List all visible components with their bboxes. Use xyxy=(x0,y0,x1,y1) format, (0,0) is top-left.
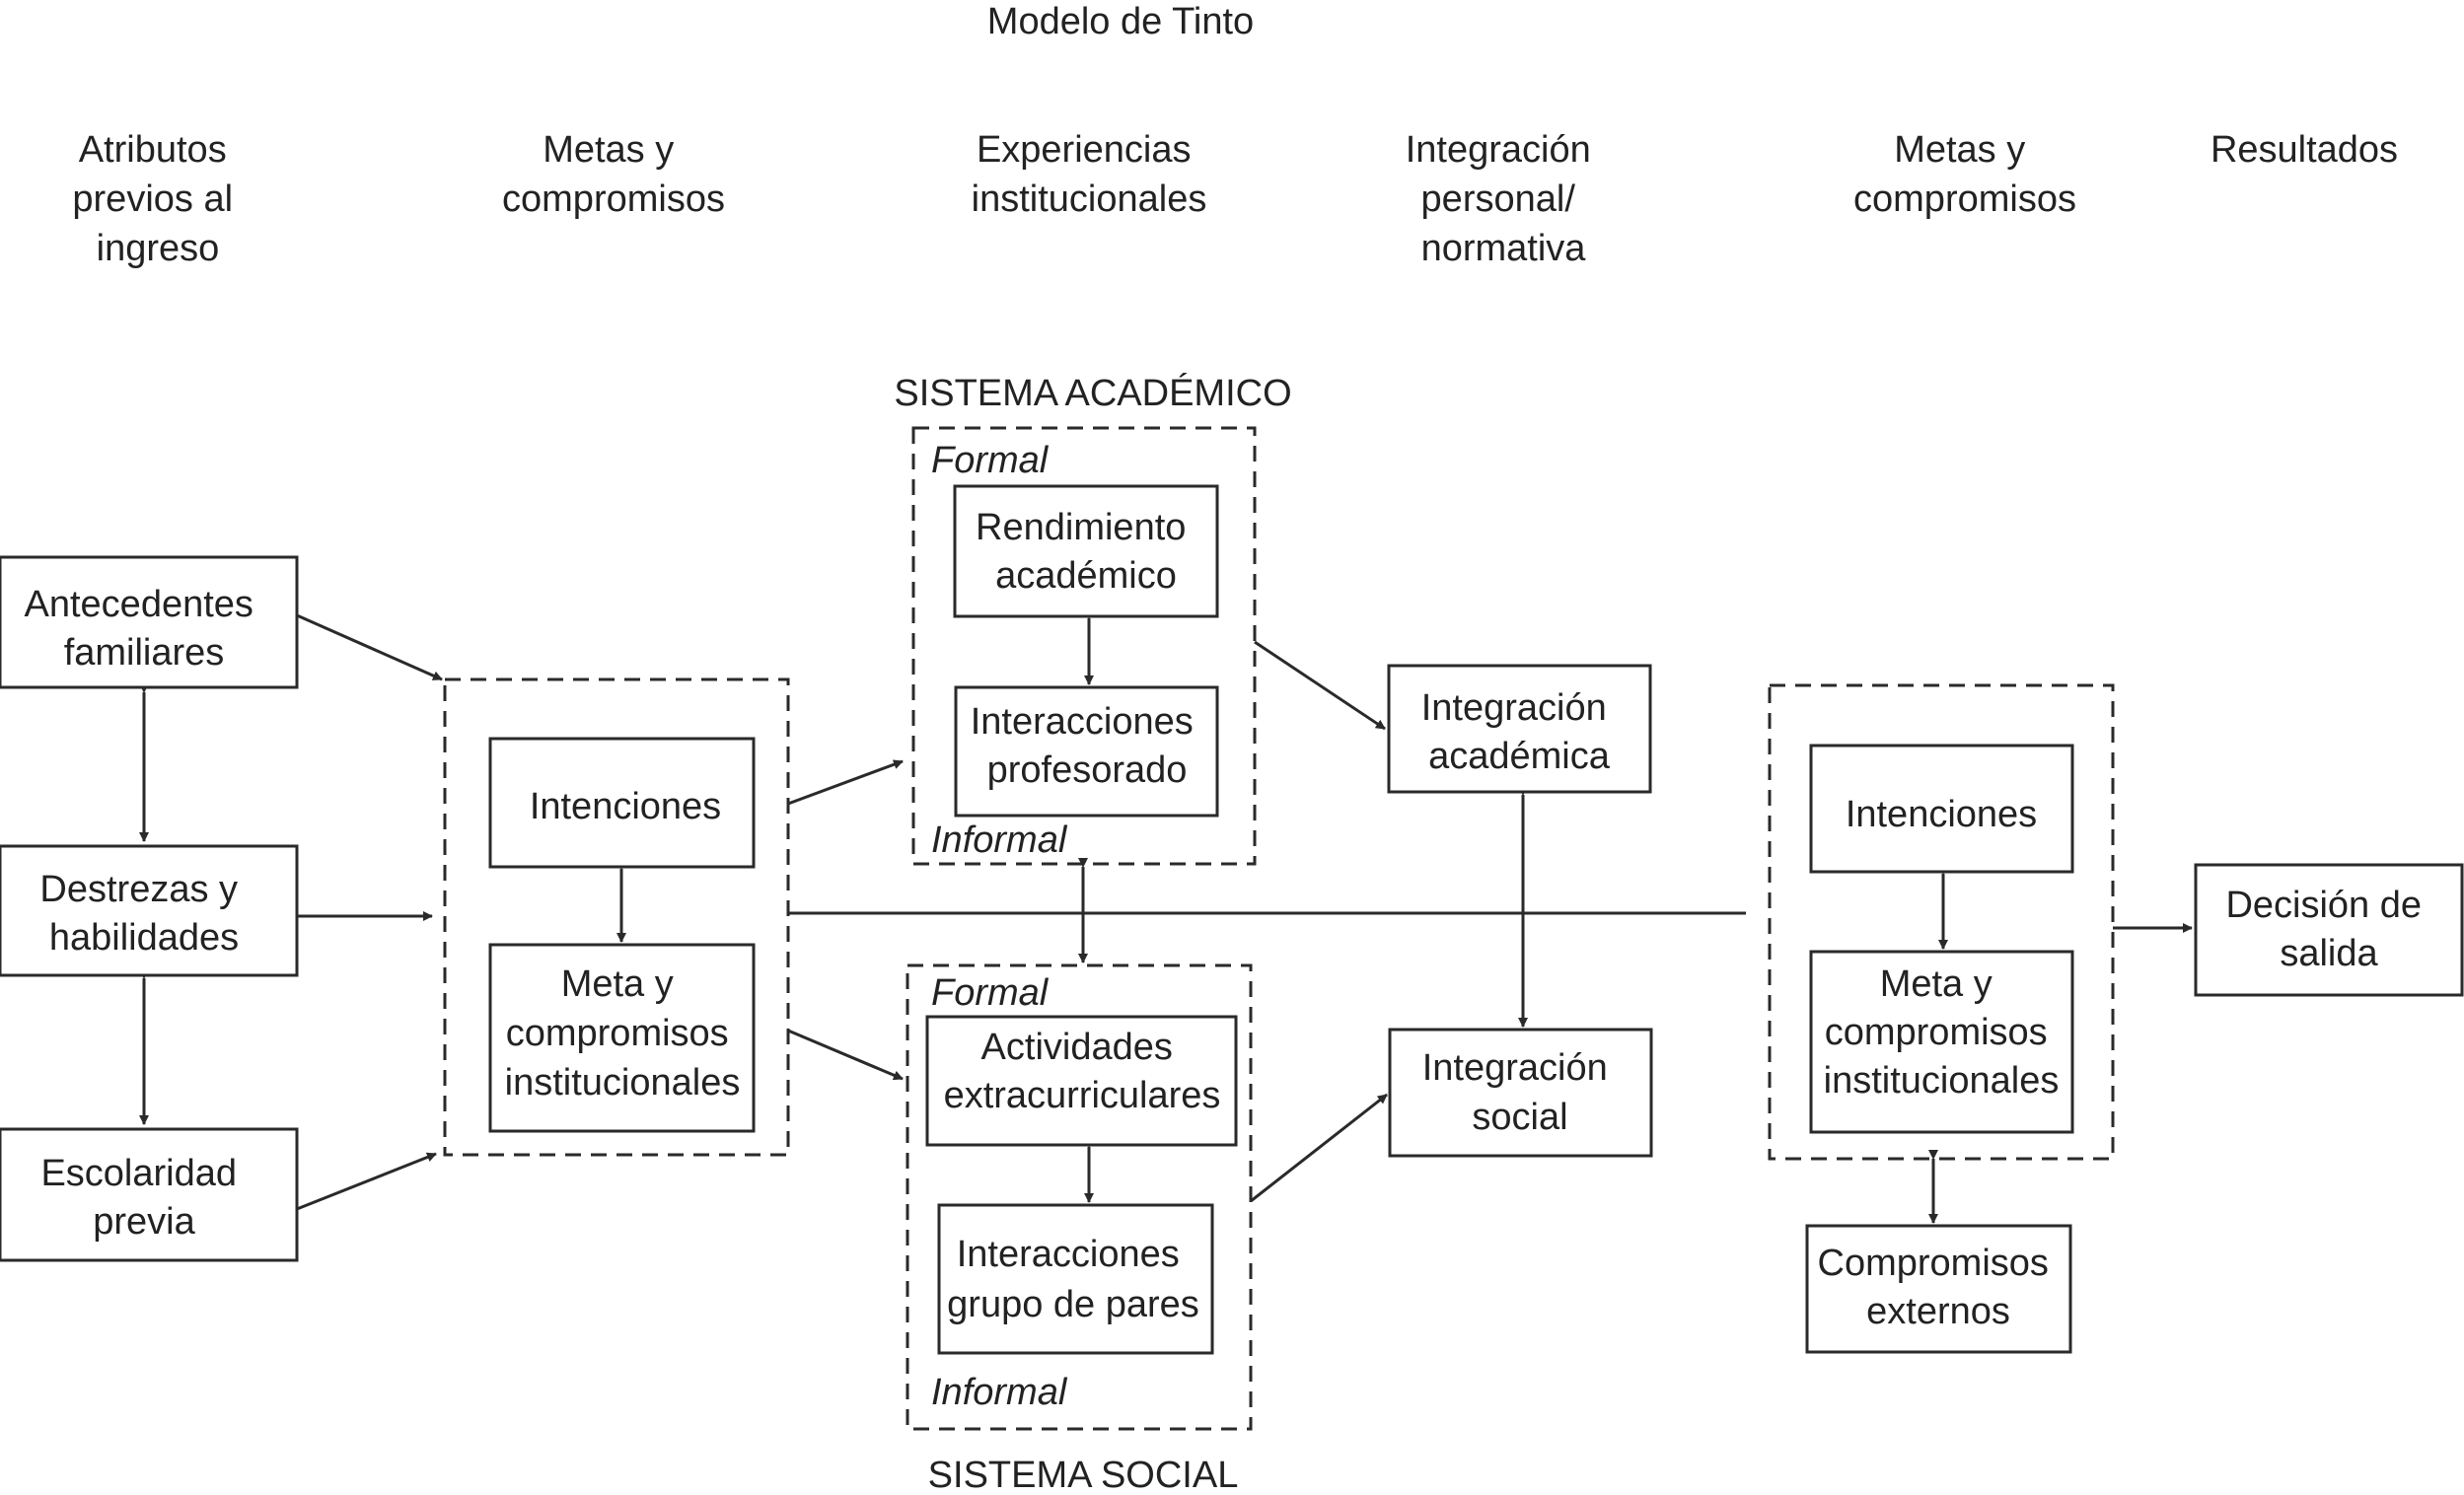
box-meta-compromisos-1: Meta y compromisos institucionales xyxy=(488,943,756,1133)
label-sistema-social: SISTEMA SOCIAL xyxy=(928,1455,1239,1495)
diagram-title: Modelo de Tinto xyxy=(987,1,1254,42)
svg-text:Intenciones: Intenciones xyxy=(1846,794,2037,835)
arrow-metas-social xyxy=(787,1029,904,1081)
svg-text:Integración académica: Integración académica xyxy=(1421,687,1618,777)
label-formal-social: Formal xyxy=(931,972,1050,1014)
arrow-social-integracion xyxy=(1250,1093,1388,1203)
header-metas-2: Metas y compromisos xyxy=(1853,129,2076,220)
svg-text:Interacciones profesorad: Interacciones profesorado xyxy=(971,701,1204,791)
svg-text:Meta y compromisos: Meta y compromisos institucionales xyxy=(505,963,741,1103)
box-interacciones-grupo-pares: Interacciones grupo de pares xyxy=(937,1203,1214,1355)
header-resultados: Resultados xyxy=(2210,129,2398,171)
group-sistema-academico xyxy=(911,426,1257,866)
box-integracion-social: Integración social xyxy=(1388,1028,1653,1158)
group-metas-1 xyxy=(443,677,790,1157)
svg-text:Interacciones grupo de p: Interacciones grupo de pares xyxy=(947,1234,1199,1325)
svg-text:Integración social: Integración social xyxy=(1422,1047,1619,1138)
connectors xyxy=(139,609,2193,1224)
svg-text:Antecedentes familiares: Antecedentes familiares xyxy=(25,584,264,674)
box-intenciones-1: Intenciones xyxy=(488,737,756,869)
svg-text:Intenciones: Intenciones xyxy=(530,786,721,827)
svg-text:Rendimiento académico: Rendimiento académico xyxy=(976,507,1196,597)
arrow-academico-integracion xyxy=(1254,640,1386,731)
header-metas-1: Metas y compromisos xyxy=(502,129,725,220)
svg-text:Compromisos externos: Compromisos externos xyxy=(1818,1243,2060,1332)
box-decision-salida: Decisión de salida xyxy=(2194,863,2464,997)
box-meta-compromisos-2: Meta y compromisos institucionales xyxy=(1809,950,2074,1134)
label-sistema-academico: SISTEMA ACADÉMICO xyxy=(894,372,1291,414)
svg-text:Destrezas y habilidades: Destrezas y habilidades xyxy=(39,869,248,959)
label-informal-social: Informal xyxy=(931,1372,1068,1413)
box-escolaridad-previa: Escolaridad previa xyxy=(0,1127,299,1262)
box-antecedentes-familiares: Antecedentes familiares xyxy=(0,555,299,689)
box-destrezas-habilidades: Destrezas y habilidades xyxy=(0,844,299,977)
box-actividades-extracurriculares: Actividades extracurriculares xyxy=(925,1015,1238,1147)
header-integracion: Integración personal/ normativa xyxy=(1406,129,1602,269)
box-integracion-academica: Integración académica xyxy=(1387,664,1652,794)
svg-text:Escolaridad previa: Escolaridad previa xyxy=(40,1153,247,1243)
label-informal-academico: Informal xyxy=(931,819,1068,861)
svg-text:Actividades extracurricu: Actividades extracurriculares xyxy=(944,1027,1221,1116)
box-intenciones-2: Intenciones xyxy=(1809,744,2074,874)
box-rendimiento-academico: Rendimiento académico xyxy=(953,484,1219,618)
header-experiencias: Experiencias institucionales xyxy=(972,129,1207,220)
svg-text:Meta y compromisos: Meta y compromisos institucionales xyxy=(1824,963,2060,1102)
arrow-escolaridad-metas xyxy=(296,1152,437,1211)
header-atributos: Atributos previos al ingreso xyxy=(72,129,243,269)
box-compromisos-externos: Compromisos externos xyxy=(1805,1224,2072,1354)
box-interacciones-profesorado: Interacciones profesorado xyxy=(954,685,1219,818)
arrow-metas-academico xyxy=(787,759,904,806)
arrow-antecedentes-metas xyxy=(296,613,443,681)
label-formal-academico: Formal xyxy=(931,440,1050,481)
group-sistema-social xyxy=(906,963,1253,1431)
group-metas-2 xyxy=(1768,683,2115,1161)
svg-text:Decisión de salida: Decisión de salida xyxy=(2225,885,2431,974)
